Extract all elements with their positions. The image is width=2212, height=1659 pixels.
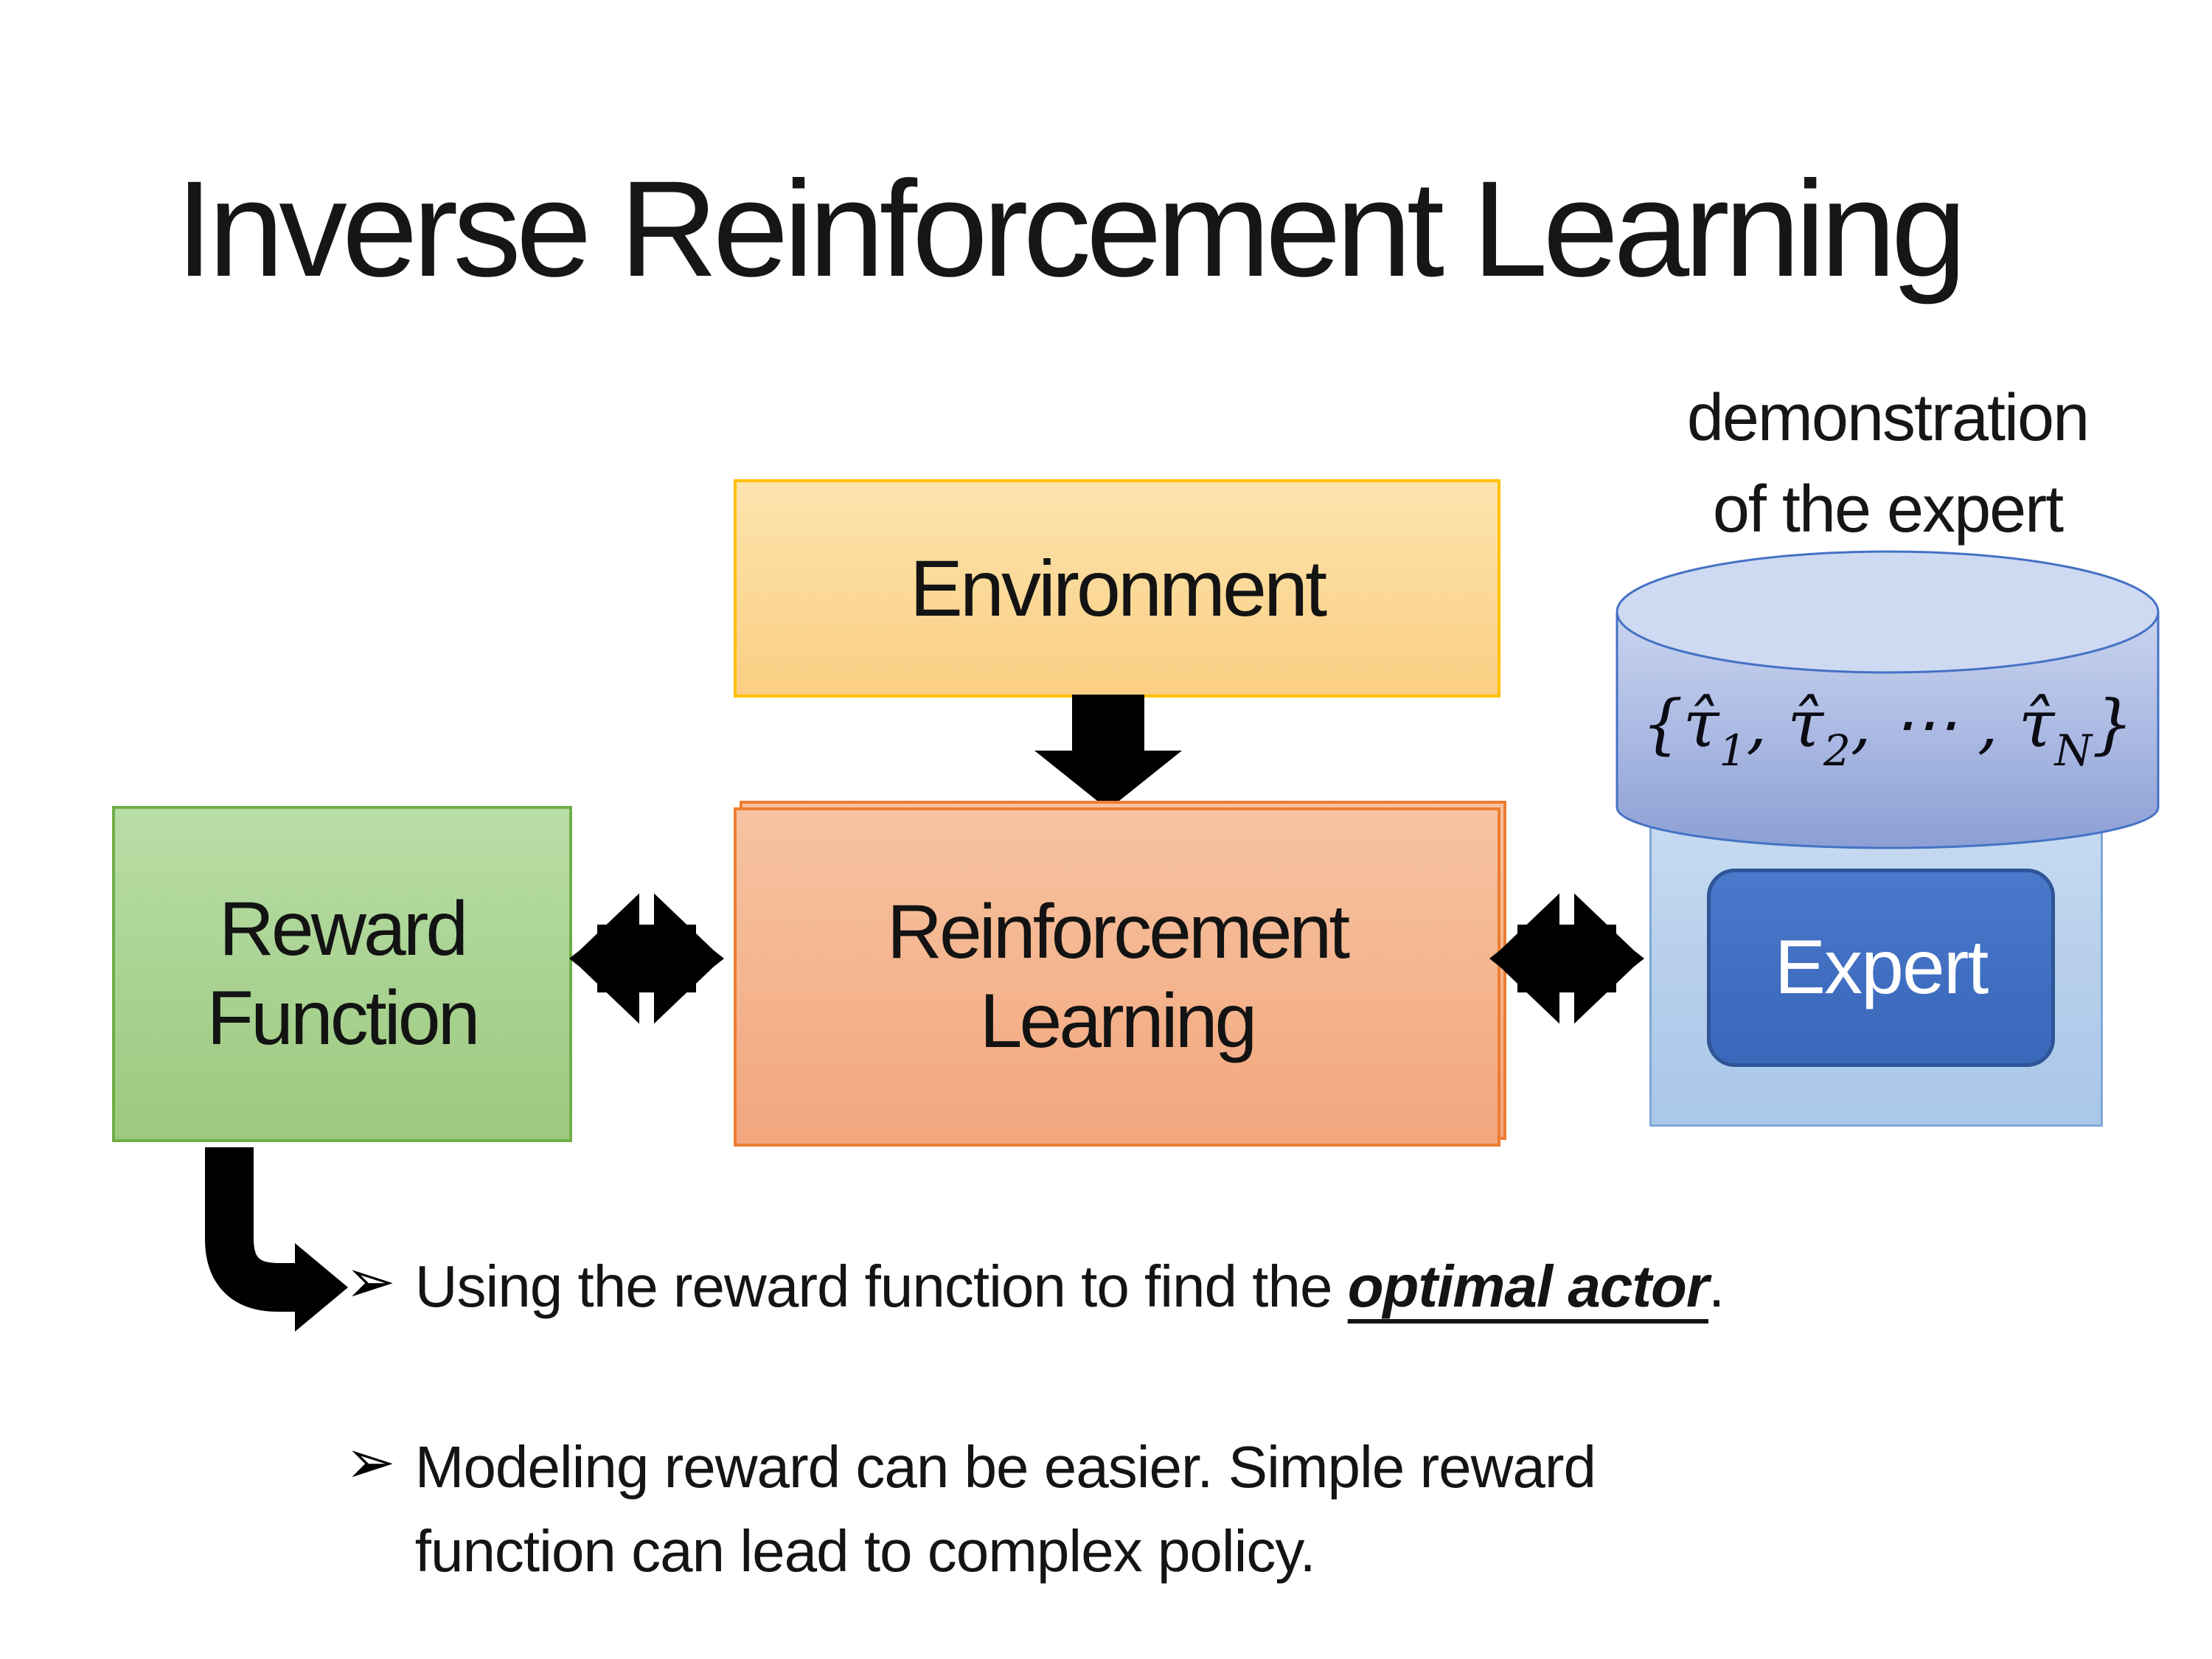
bullet-1-highlight: optimal actor <box>1347 1253 1709 1319</box>
double-arrow-right-icon <box>1489 885 1644 1032</box>
demonstration-caption-line1: demonstration <box>1686 381 2090 455</box>
slide-title: Inverse Reinforcement Learning <box>175 153 1967 305</box>
math-close-brace: } <box>2092 686 2134 762</box>
math-comma: , <box>1746 686 1788 762</box>
double-arrow-left-icon <box>569 885 724 1032</box>
reinforcement-learning-box-face: Reinforcement Learning <box>734 807 1500 1147</box>
trajectory-set-label: {τ̂1, τ̂2, ⋯ , τ̂N} <box>1615 686 2160 776</box>
math-tauN: τ̂ <box>2018 686 2055 762</box>
demonstration-caption: demonstration of the expert <box>1578 372 2197 555</box>
math-open-brace: { <box>1641 686 1683 762</box>
math-dots: , ⋯ , <box>1850 686 2019 762</box>
database-cylinder-icon <box>1615 550 2160 849</box>
environment-box: Environment <box>734 479 1500 698</box>
demonstration-caption-line2: of the expert <box>1712 473 2064 547</box>
reinforcement-learning-label-line2: Learning <box>979 978 1258 1064</box>
bullet-item-1: ➢ Using the reward function to find the … <box>345 1245 2129 1329</box>
environment-label: Environment <box>909 543 1327 633</box>
math-tau1: τ̂ <box>1683 686 1719 762</box>
reward-function-box: Reward Function <box>112 806 572 1142</box>
bullet-2-text: Modeling reward can be easier. Simple re… <box>414 1434 1596 1584</box>
bullet-1-suffix: . <box>1708 1253 1725 1319</box>
reinforcement-learning-label-line1: Reinforcement <box>886 889 1350 975</box>
bullet-1-text: Using the reward function to find the op… <box>415 1245 1725 1329</box>
bullet-arrow-icon: ➢ <box>345 1427 396 1498</box>
bullet-item-2: ➢ Modeling reward can be easier. Simple … <box>345 1425 1654 1593</box>
reward-function-label-line2: Function <box>206 975 481 1061</box>
reward-function-label-line1: Reward <box>218 886 468 973</box>
math-subN: N <box>2054 726 2093 776</box>
reinforcement-learning-box: Reinforcement Learning <box>734 801 1506 1147</box>
bullet-arrow-icon: ➢ <box>345 1247 396 1317</box>
math-sub1: 1 <box>1719 726 1747 776</box>
bullet-1-prefix: Using the reward function to find the <box>414 1253 1348 1319</box>
math-sub2: 2 <box>1823 726 1851 776</box>
elbow-arrow-icon <box>205 1147 348 1332</box>
expert-label: Expert <box>1774 925 1989 1011</box>
down-arrow-icon <box>1034 695 1182 810</box>
expert-box: Expert <box>1707 869 2055 1067</box>
math-tau2: τ̂ <box>1787 686 1823 762</box>
